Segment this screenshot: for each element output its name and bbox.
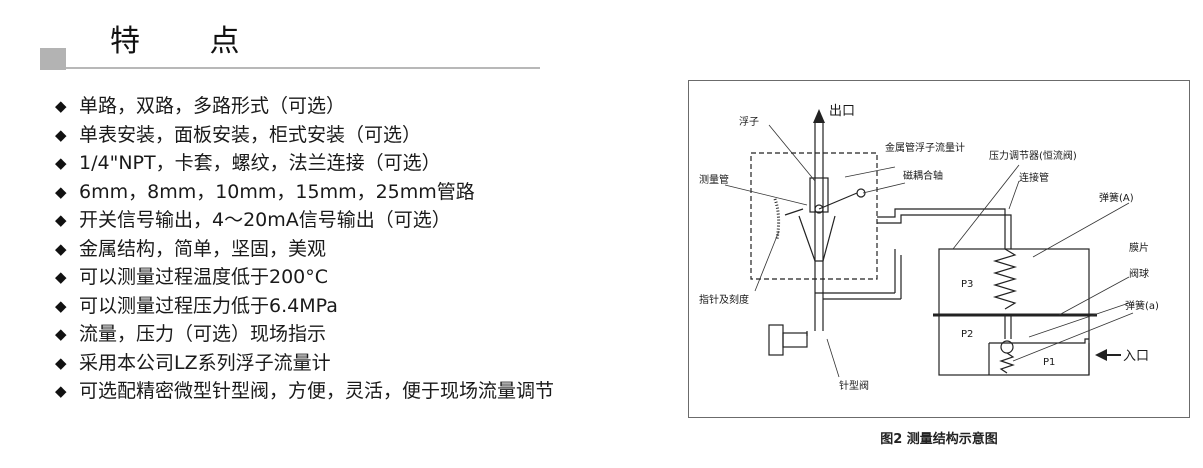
feature-item: ◆ 流量，压力（可选）现场指示 (55, 320, 675, 349)
feature-text: 金属结构，简单，坚固，美观 (79, 237, 327, 260)
feature-item: ◆ 可选配精密微型针型阀，方便，灵活，便于现场流量调节 (55, 377, 675, 406)
coupling-shaft-label: 磁耦合轴 (903, 169, 943, 182)
feature-item: ◆ 1/4"NPT，卡套，螺纹，法兰连接（可选） (55, 149, 675, 178)
cone-tube (798, 215, 836, 262)
diagram-svg: 出口 入口 浮子 测量管 金属管浮子流量计 磁耦合轴 指针及刻度 压力调节器(恒… (699, 104, 1159, 392)
coupling-shaft (818, 192, 858, 210)
section-title: 特 点 (110, 24, 270, 59)
regulator-body (938, 248, 1090, 376)
feature-item: ◆ 可以测量过程压力低于6.4MPa (55, 292, 675, 321)
outlet-label: 出口 (829, 104, 855, 119)
diamond-bullet-icon: ◆ (55, 325, 67, 343)
header-gray-block (40, 48, 66, 70)
spring-a-label: 弹簧(A) (1099, 191, 1134, 204)
diamond-bullet-icon: ◆ (55, 211, 67, 229)
float-body (809, 177, 829, 213)
float-label: 浮子 (739, 116, 759, 128)
p2-label: P2 (961, 329, 973, 340)
metal-tube-flowmeter-label: 金属管浮子流量计 (885, 141, 965, 154)
figure-caption: 图2 测量结构示意图 (880, 432, 998, 447)
connecting-pipe (877, 208, 1006, 249)
meter-dashed-box (750, 152, 878, 280)
pointer-scale-label: 指针及刻度 (699, 293, 749, 306)
feature-item: ◆ 6mm，8mm，10mm，15mm，25mm管路 (55, 178, 675, 207)
header-underline (66, 67, 540, 69)
feature-text: 6mm，8mm，10mm，15mm，25mm管路 (79, 180, 475, 203)
diamond-bullet-icon: ◆ (55, 97, 67, 115)
feature-item: ◆ 单路，双路，多路形式（可选） (55, 92, 675, 121)
spring-a (992, 248, 1018, 310)
feature-item: ◆ 金属结构，简单，坚固，美观 (55, 235, 675, 264)
valve-ball-label: 阀球 (1129, 267, 1149, 280)
feature-text: 可以测量过程温度低于200°C (79, 266, 329, 288)
magnet (814, 204, 824, 214)
diamond-bullet-icon: ◆ (55, 353, 67, 372)
feature-item: ◆ 可以测量过程温度低于200°C (55, 263, 675, 292)
outlet-arrow (813, 109, 825, 123)
connecting-pipe-label: 连接管 (1019, 171, 1049, 184)
needle-valve-label: 针型阀 (839, 379, 869, 392)
diamond-bullet-icon: ◆ (55, 182, 67, 201)
feature-text: 1/4"NPT，卡套，螺纹，法兰连接（可选） (79, 152, 441, 174)
feature-text: 单表安装，面板安装，柜式安装（可选） (79, 123, 422, 146)
inlet-label: 入口 (1123, 349, 1149, 364)
feature-text: 可以测量过程压力低于6.4MPa (79, 294, 338, 317)
feature-text: 开关信号输出，4～20mA信号输出（可选） (79, 209, 451, 231)
needle-valve-knob (768, 324, 784, 356)
feature-text: 采用本公司LZ系列浮子流量计 (79, 351, 331, 374)
coupling-knob (856, 188, 866, 198)
section-header: 特 点 (40, 22, 540, 72)
diamond-bullet-icon: ◆ (55, 382, 67, 400)
pressure-regulator-label: 压力调节器(恒流阀) (989, 149, 1077, 162)
diamond-bullet-icon: ◆ (55, 296, 67, 315)
feature-item: ◆ 采用本公司LZ系列浮子流量计 (55, 349, 675, 378)
inlet-arrow (1095, 349, 1107, 361)
feature-text: 流量，压力（可选）现场指示 (79, 323, 327, 345)
diamond-bullet-icon: ◆ (55, 125, 67, 144)
feature-list: ◆ 单路，双路，多路形式（可选） ◆ 单表安装，面板安装，柜式安装（可选） ◆ 1/4"N… (55, 92, 675, 406)
spring-a-small (999, 352, 1015, 374)
diamond-bullet-icon: ◆ (55, 268, 67, 286)
p3-label: P3 (961, 279, 973, 290)
diaphragm-label: 膜片 (1129, 241, 1149, 254)
feature-item: ◆ 单表安装，面板安装，柜式安装（可选） (55, 121, 675, 150)
p1-label: P1 (1043, 357, 1055, 368)
feature-item: ◆ 开关信号输出，4～20mA信号输出（可选） (55, 206, 675, 235)
structure-diagram: 出口 入口 浮子 测量管 金属管浮子流量计 磁耦合轴 指针及刻度 压力调节器(恒… (688, 80, 1190, 418)
feature-text: 可选配精密微型针型阀，方便，灵活，便于现场流量调节 (79, 380, 555, 402)
feature-text: 单路，双路，多路形式（可选） (79, 95, 346, 117)
measuring-tube-label: 测量管 (699, 173, 729, 186)
diamond-bullet-icon: ◆ (55, 239, 67, 258)
diamond-bullet-icon: ◆ (55, 154, 67, 172)
spring-a-small-label: 弹簧(a) (1125, 299, 1159, 312)
